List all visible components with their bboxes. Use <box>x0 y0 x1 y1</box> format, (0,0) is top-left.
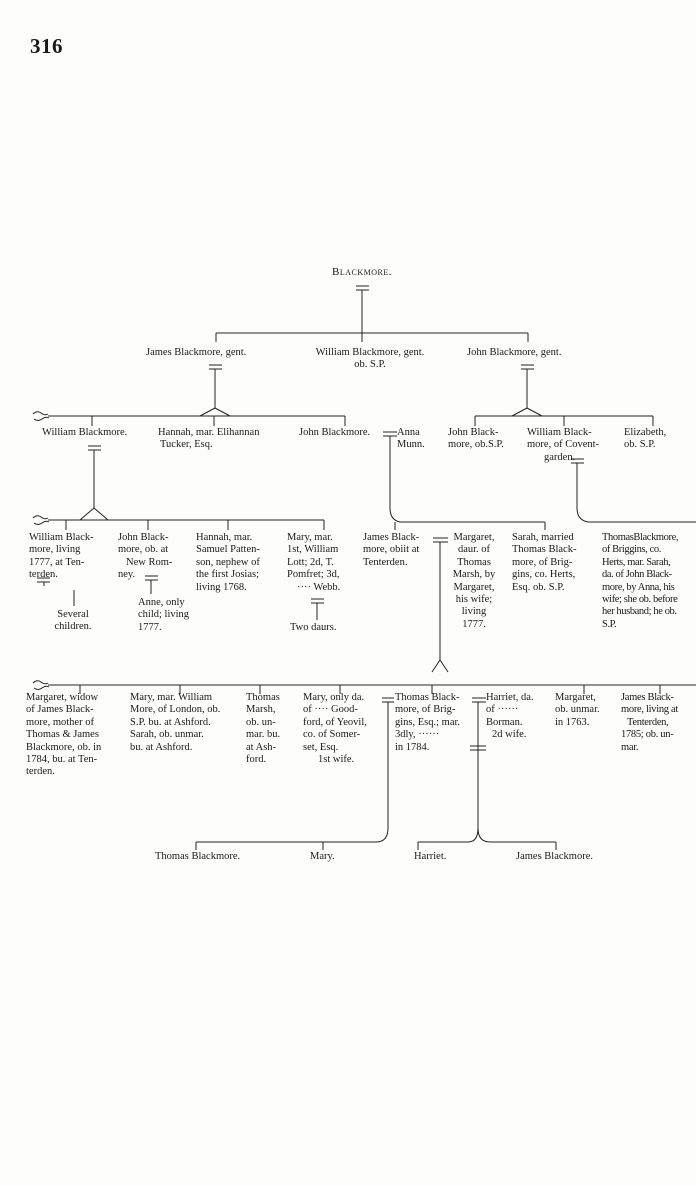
page-number: 316 <box>30 34 63 58</box>
james-blackmore-child: James Blackmore. <box>516 851 593 862</box>
hannah-pattenson: Hannah, mar.Samuel Patten-son, nephew of… <box>196 532 260 593</box>
thomas-blackmore-of-briggins: Thomas Black-more, of Brig-gins, Esq.; m… <box>395 692 461 753</box>
margaret-ob-unmar: Margaret,ob. unmar.in 1763. <box>555 692 600 728</box>
william-blackmore-covent-garden: William Black-more, of Covent-garden. <box>527 427 600 463</box>
william-blackmore: William Blackmore. <box>42 427 128 438</box>
two-daughters: Two daurs. <box>290 622 337 633</box>
william-blackmore-gent: William Blackmore, gent.ob. S.P. <box>315 347 425 371</box>
james-blackmore-gent: James Blackmore, gent. <box>146 347 247 358</box>
john-blackmore-gent: John Blackmore, gent. <box>467 347 562 358</box>
harriet-borman: Harriet, da.of ······Borman. 2d wife. <box>486 692 534 741</box>
mary-child: Mary. <box>310 851 335 862</box>
thomas-blackmore-briggins: ThomasBlackmore,of Briggins, co.Herts, m… <box>602 532 679 630</box>
family-title: Blackmore. <box>332 266 392 278</box>
john-blackmore-husband-of-anna: John Blackmore. <box>299 427 371 438</box>
harriet-child: Harriet. <box>414 851 447 862</box>
mary-goodford: Mary, only da.of ···· Good-ford, of Yeov… <box>303 692 367 766</box>
elizabeth-obsp: Elizabeth,ob. S.P. <box>624 427 667 451</box>
thomas-blackmore-child: Thomas Blackmore. <box>155 851 241 862</box>
john-blackmore-obsp: John Black-more, ob.S.P. <box>448 427 504 451</box>
